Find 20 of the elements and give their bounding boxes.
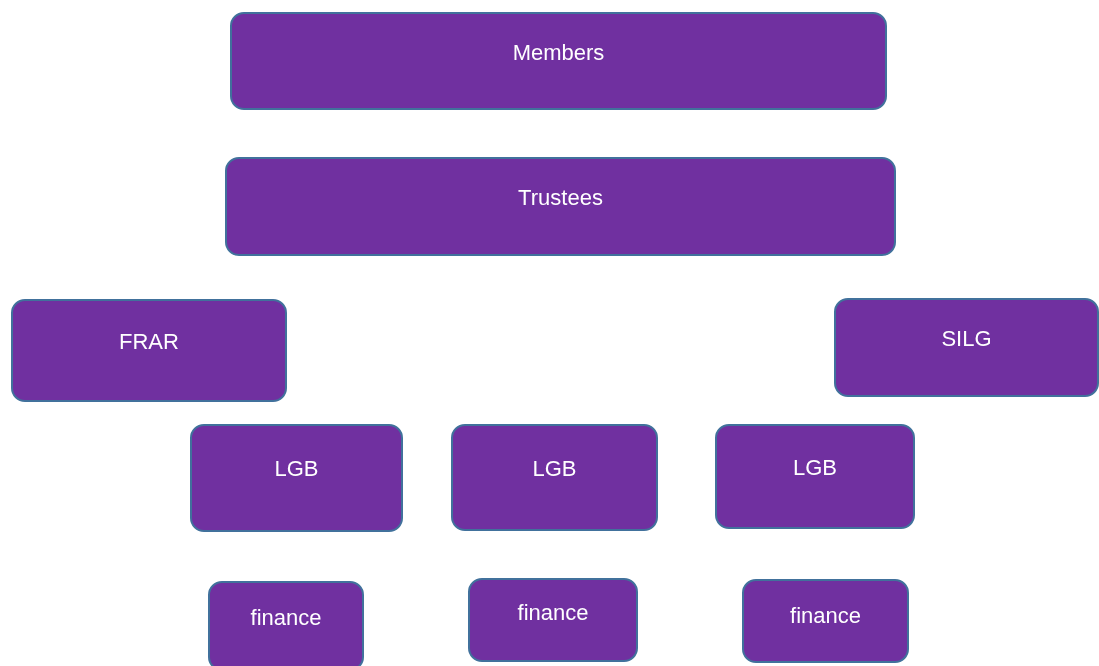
box-label: LGB (274, 456, 319, 482)
org-box (230, 12, 887, 110)
org-box (451, 424, 658, 531)
org-box (190, 424, 403, 532)
org-box (208, 581, 364, 666)
org-box (715, 424, 915, 529)
box-label: finance (250, 605, 322, 631)
org-box (834, 298, 1099, 397)
box-label: Trustees (518, 185, 603, 211)
box-label: LGB (793, 455, 837, 481)
box-label: finance (790, 603, 861, 629)
box-label: Members (512, 40, 605, 66)
org-box (468, 578, 638, 662)
box-label: LGB (532, 456, 577, 482)
box-label: finance (517, 600, 589, 626)
box-label: FRAR (119, 329, 179, 355)
box-label: SILG (941, 326, 992, 352)
org-box (11, 299, 287, 402)
org-box (742, 579, 909, 663)
org-box (225, 157, 896, 256)
